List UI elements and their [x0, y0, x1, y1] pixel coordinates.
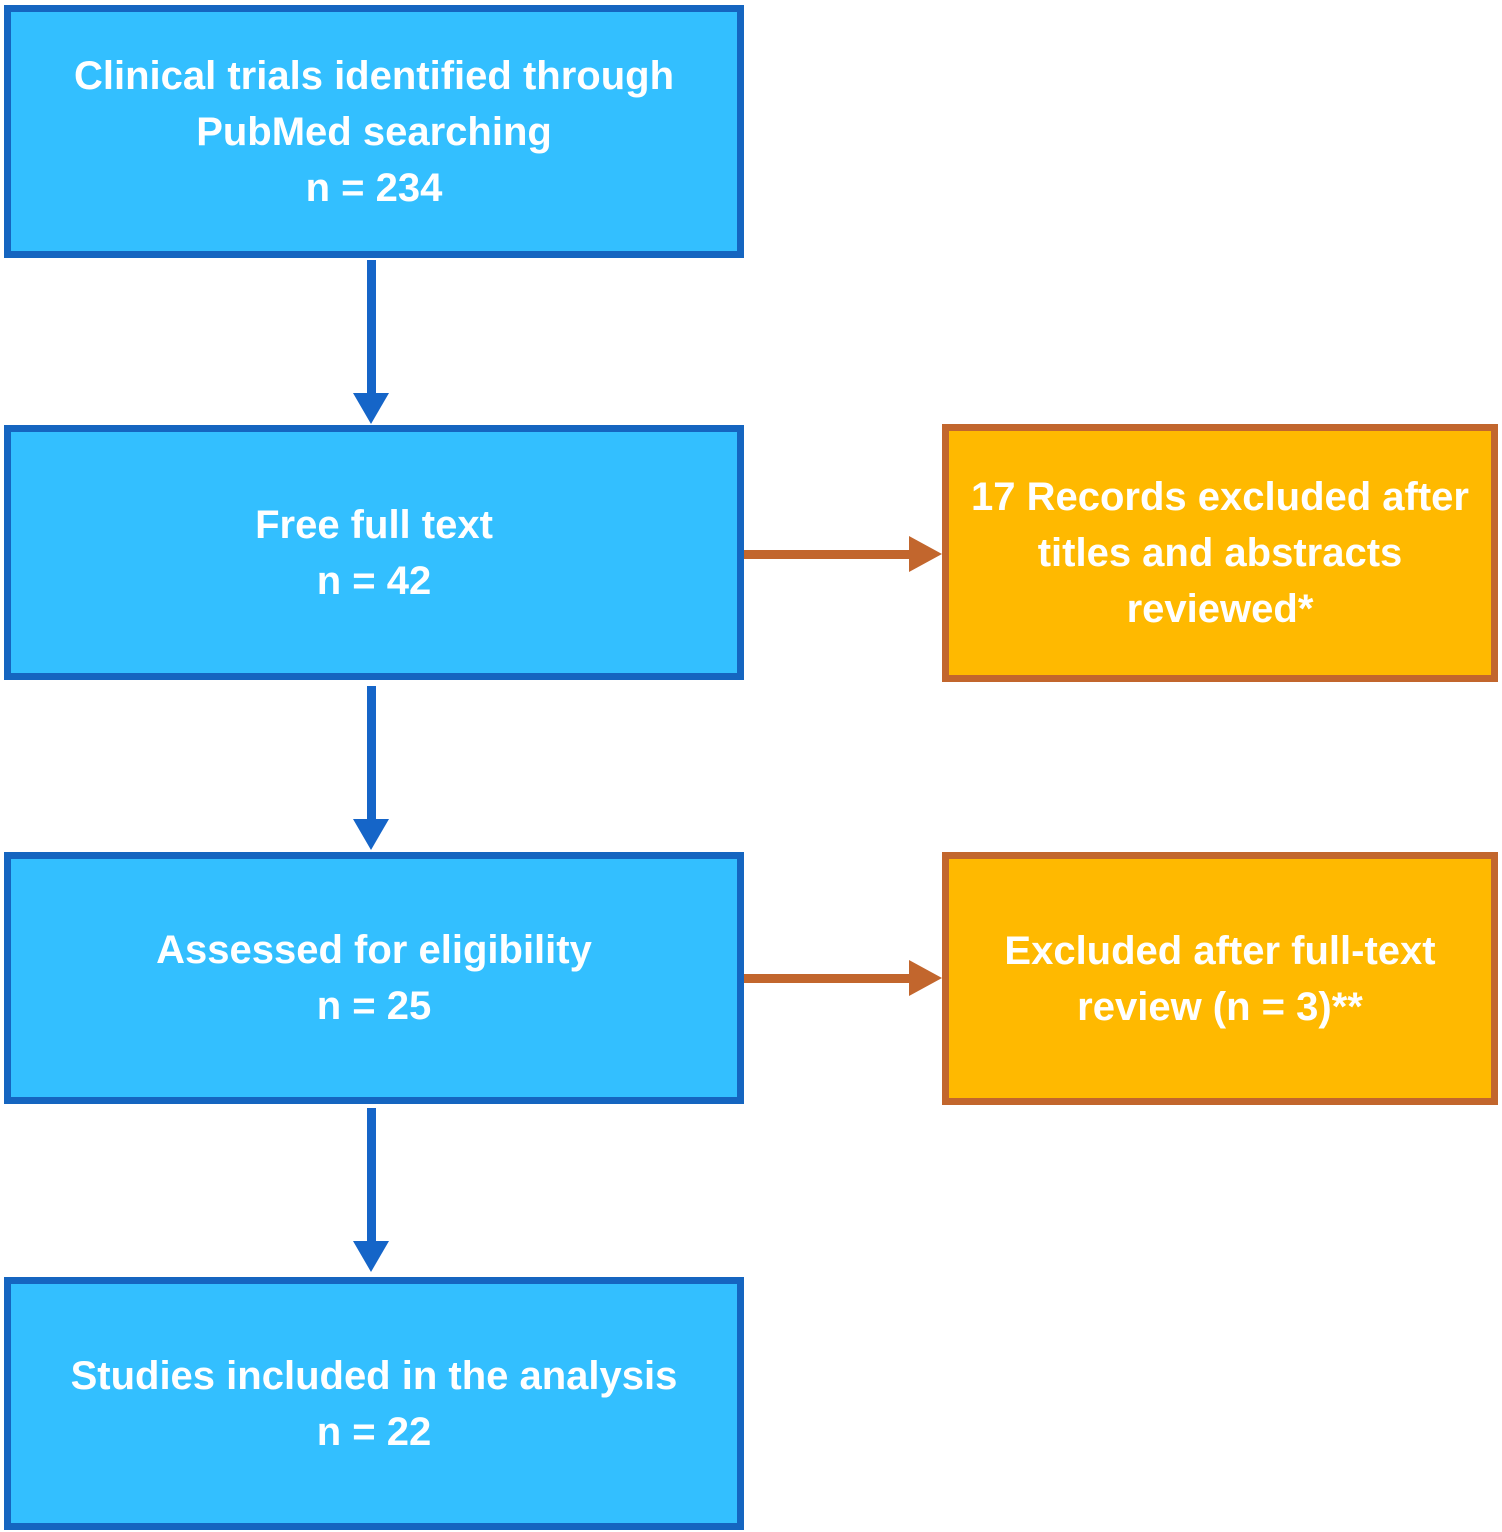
arrow-head-right-icon [909, 960, 942, 996]
box-identified-line-1: Clinical trials identified through [73, 53, 675, 98]
box-free-full-text-line-1: Free full text [255, 502, 493, 547]
arrow-down-identified-to-freefulltext [353, 260, 390, 424]
box-included-line-1: Studies included in the analysis [70, 1353, 678, 1398]
arrow-shaft [744, 550, 910, 559]
box-assessed-count: n = 25 [316, 984, 432, 1028]
box-free-full-text-count: n = 42 [316, 558, 432, 603]
box-excluded-titles-abstracts: 17 Records excluded after titles and abs… [942, 424, 1498, 682]
box-identified-records: Clinical trials identified through PubMe… [4, 5, 744, 258]
arrow-right-assessed-to-excluded-fulltext [744, 960, 942, 996]
box-excluded-titles-line-1: 17 Records excluded after [971, 475, 1469, 519]
box-identified-count: n = 234 [305, 165, 443, 210]
arrow-shaft [367, 260, 376, 394]
arrow-shaft [744, 974, 910, 983]
box-excluded-full-text-line-2: review (n = 3)** [1077, 984, 1363, 1029]
arrow-down-freefulltext-to-assessed [353, 686, 390, 850]
box-included-count: n = 22 [316, 1409, 432, 1454]
box-studies-included: Studies included in the analysis n = 22 [4, 1277, 744, 1530]
arrow-shaft [367, 1108, 376, 1242]
box-excluded-full-text: Excluded after full-text review (n = 3)*… [942, 852, 1498, 1105]
arrow-head-down-icon [353, 1241, 389, 1272]
box-assessed-line-1: Assessed for eligibility [156, 928, 592, 972]
arrow-head-right-icon [909, 536, 942, 572]
box-assessed-eligibility: Assessed for eligibility n = 25 [4, 852, 744, 1104]
arrow-down-assessed-to-included [353, 1108, 390, 1272]
arrow-right-freefulltext-to-excluded-titles [744, 536, 942, 572]
box-identified-line-2: PubMed searching [196, 109, 552, 154]
box-excluded-titles-line-2: titles and abstracts [1037, 531, 1403, 575]
arrow-head-down-icon [353, 393, 389, 424]
box-excluded-full-text-line-1: Excluded after full-text [1004, 928, 1436, 973]
box-excluded-titles-line-3: reviewed* [1126, 587, 1314, 631]
arrow-head-down-icon [353, 819, 389, 850]
box-free-full-text: Free full text n = 42 [4, 425, 744, 680]
arrow-shaft [367, 686, 376, 820]
